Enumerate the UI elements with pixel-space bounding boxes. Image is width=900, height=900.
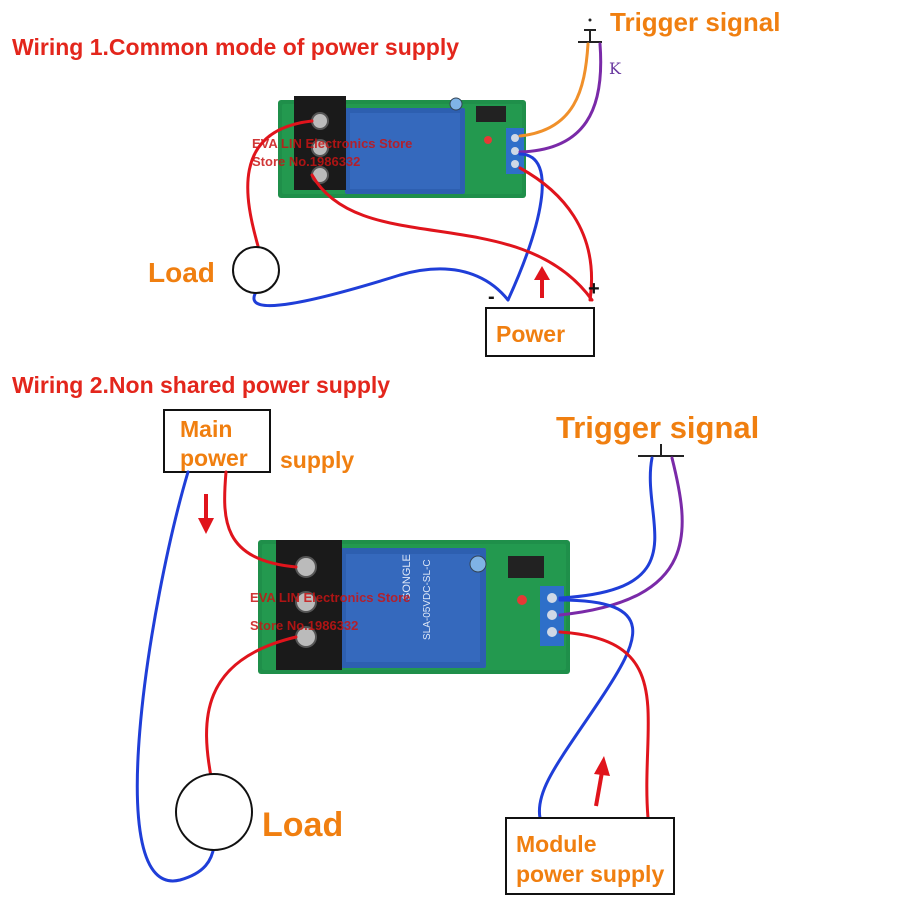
wire1-power-minus — [506, 152, 544, 302]
wiring2-module-current-arrow-icon — [594, 756, 610, 807]
wire2-trigger-purple — [558, 456, 684, 617]
wire2-module-minus — [537, 598, 635, 820]
wiring2-module-power-line1: Module — [516, 831, 597, 857]
relay-brand: SONGLE — [401, 554, 413, 600]
wire2-module-plus — [558, 630, 650, 820]
wire1-power-plus — [518, 166, 593, 302]
wiring1-heading: Wiring 1.Common mode of power supply — [12, 34, 459, 60]
wiring2-module-power-line2: power supply — [516, 861, 664, 887]
wire2-load-red — [205, 635, 298, 784]
wire1-trigger-orange — [518, 42, 590, 138]
wire2-main-power-blue — [135, 470, 216, 883]
wiring2-trigger-label: Trigger signal — [556, 410, 759, 445]
wiring1-current-arrow-icon — [534, 266, 550, 298]
board2-store-name: EVA LIN Electronics Store — [250, 590, 410, 605]
wiring1-plus-label: + — [588, 278, 600, 300]
wiring2-load-symbol — [175, 773, 253, 851]
wire1-com-red — [310, 173, 594, 302]
relay-module-board-2: SONGLE SLA-05VDC-SL-C EVA LIN Electronic… — [250, 540, 570, 674]
board2-store-no: Store No.1986332 — [250, 618, 358, 633]
wiring2-trigger-switch — [638, 444, 684, 457]
wiring2-main-power-box — [163, 409, 271, 473]
wiring2-main-power-line2: power — [180, 445, 248, 471]
wire2-trigger-blue — [558, 456, 657, 600]
relay-module-board-1: EVA LIN Electronics Store Store No.19863… — [252, 96, 526, 198]
board1-store-no: Store No.1986332 — [252, 154, 360, 169]
wiring1-power-label: Power — [496, 321, 565, 347]
wiring1-minus-label: - — [488, 286, 495, 308]
relay-model: SLA-05VDC-SL-C — [422, 559, 433, 640]
wiring1-switch-label: K — [609, 59, 622, 78]
wiring2-main-power-line1: Main — [180, 416, 232, 442]
wire1-trigger-purple — [518, 42, 603, 154]
ic-chip-1 — [476, 106, 506, 122]
wiring2-main-power-line3: supply — [280, 447, 354, 473]
board1-store-name: EVA LIN Electronics Store — [252, 136, 412, 151]
wire2-main-power-red — [223, 470, 298, 569]
wire1-load-red — [246, 119, 314, 248]
wiring1-load-label: Load — [148, 257, 215, 288]
wire1-load-blue — [252, 267, 510, 308]
wiring2-heading: Wiring 2.Non shared power supply — [12, 372, 390, 398]
wiring1-load-symbol — [232, 246, 280, 294]
wiring1-power-box — [485, 307, 595, 357]
wiring2-module-power-box — [505, 817, 675, 895]
wiring1-trigger-switch — [578, 18, 602, 43]
wiring2-load-label: Load — [262, 806, 343, 844]
ic-chip-2 — [508, 556, 544, 578]
wiring2-main-current-arrow-icon — [198, 494, 214, 534]
wiring1-trigger-label: Trigger signal — [610, 7, 781, 37]
